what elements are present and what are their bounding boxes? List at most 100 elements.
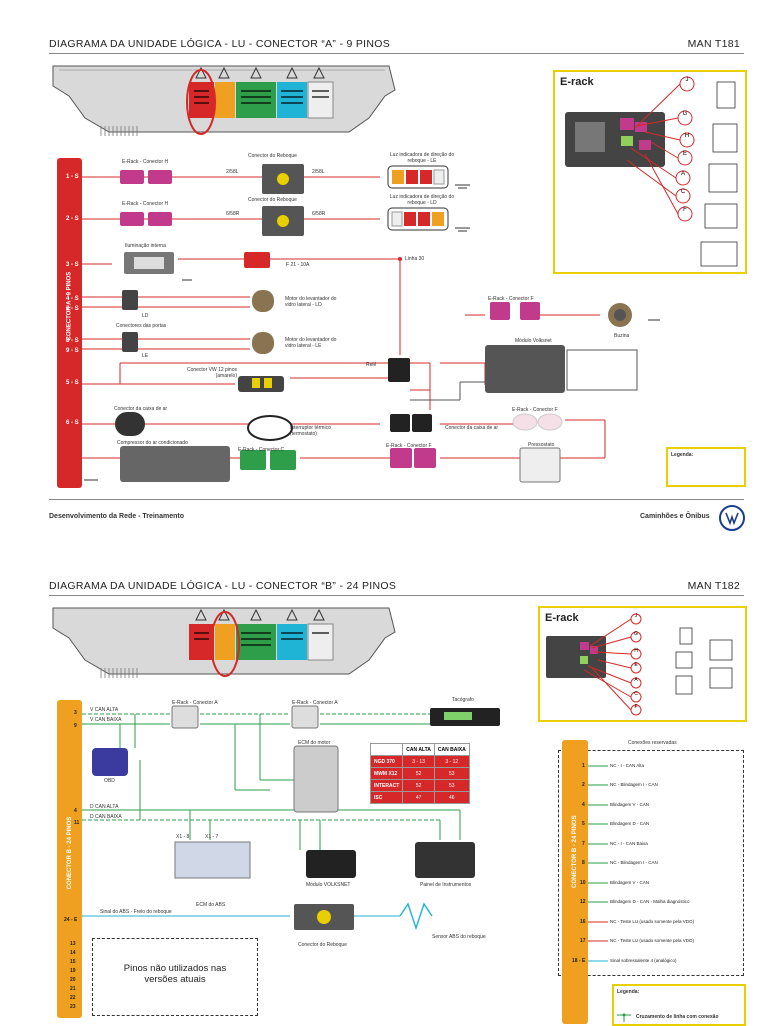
res-pin: 5 xyxy=(582,821,585,827)
iluminacao-label: Iluminação interna xyxy=(125,243,166,249)
page1-code: MAN T181 xyxy=(687,38,740,50)
res-item: NC - I - CAN Alta xyxy=(610,763,645,768)
pin-b-11: 11 xyxy=(74,820,80,826)
res-item: Blindagem V - CAN xyxy=(610,880,650,885)
motor-le-label: Motor do levantador do vidro lateral - L… xyxy=(285,337,337,349)
conectores-portas-label: Conectores das portas xyxy=(116,323,167,329)
erack-a-label-1: E-Rack - Conector A xyxy=(172,700,218,706)
connector-b-bar-right xyxy=(562,740,588,1024)
erack-f-label-2: E-Rack - Conector F xyxy=(386,443,432,449)
pin-3s: 3 - S xyxy=(66,262,79,268)
motor-ld-label: Motor do levantador do vidro lateral - L… xyxy=(285,296,337,308)
dcan-baixa-label: D CAN BAIXA xyxy=(90,814,122,820)
pressostato-label: Pressostato xyxy=(528,442,555,448)
wiring-b xyxy=(82,705,500,931)
res-pin: 10 xyxy=(580,880,586,886)
res-item: NC - Teste LU (usado somente pela VDO) xyxy=(610,919,694,924)
reboque-label-1: Conector do Reboque xyxy=(248,153,297,159)
res-item: Blindagem D - CAN xyxy=(610,821,650,826)
luz-ld-label: Luz indicadora de direção do reboque - L… xyxy=(389,194,455,206)
res-pin: 7 xyxy=(582,841,585,847)
pin-b-15: 15 xyxy=(70,959,76,965)
res-pin: 12 xyxy=(580,899,586,905)
logic-unit-housing-a xyxy=(52,65,396,136)
compressor-label: Compressor do ar condicionado xyxy=(117,440,188,446)
res-item: Blindagem D - CAN - Malha diagnóstico xyxy=(610,899,690,904)
res-item: NC - Blindagem I - CAN xyxy=(610,782,658,787)
res-pin: 1 xyxy=(582,763,585,769)
modulo-volksnet-label: Módulo Volksnet xyxy=(515,338,552,344)
erack-panel-a: E-rack J G H E A C F xyxy=(553,70,747,274)
painel-label: Painel de Instrumentos xyxy=(420,882,472,888)
res-item: NC - Teste LU (usado somente pela VDO) xyxy=(610,938,694,943)
caixa-ar-label-1: Conector da caixa de ar xyxy=(114,406,168,412)
footer-right: Caminhões e Ônibus xyxy=(640,513,710,520)
erack-b-letter-f: F xyxy=(634,704,638,710)
rele-label: Relé xyxy=(366,362,377,368)
res-pin: 18 - E xyxy=(572,958,586,964)
can-table-header: CAN BAIXA xyxy=(433,743,470,756)
erack-letter-a: A xyxy=(680,171,685,177)
legend-b-title: Legenda: xyxy=(617,989,640,995)
legend-b: Legenda: Cruzamento de linha com conexão xyxy=(612,984,746,1026)
connector-b-label-right: CONECTOR B - 24 PINOS xyxy=(572,815,578,888)
can-table-cell: 3 - 13 xyxy=(402,755,435,768)
erack-letter-c: C xyxy=(680,189,686,195)
luz-le-label: Luz indicadora de direção do reboque - L… xyxy=(389,152,455,164)
buzina-label: Buzina xyxy=(614,333,630,339)
x17-label: X1 - 7 xyxy=(205,834,219,840)
page2-code: MAN T182 xyxy=(687,580,740,592)
dcan-alta-label: D CAN ALTA xyxy=(90,804,119,810)
pin-5s: 5 - S xyxy=(66,380,79,386)
can-table-cell: 46 xyxy=(433,791,470,804)
erack-b-letter-a: A xyxy=(634,677,638,683)
erack-letter-h: H xyxy=(684,133,690,139)
res-item: Sinal sobressalente 4 (analógico) xyxy=(610,958,677,963)
erack-title: E-rack xyxy=(560,76,594,88)
vw-logo-icon xyxy=(719,505,745,531)
can-table-cell: 47 xyxy=(402,791,435,804)
erack-c-label: E-Rack - Conector C xyxy=(238,447,285,453)
can-table-cell: MWM X12 xyxy=(369,767,404,780)
sinal-abs-label: Sinal do ABS - Freio do reboque xyxy=(100,909,172,915)
pin-4s: 4 - S xyxy=(66,296,79,302)
ld-label: LD xyxy=(142,313,149,319)
interruptor-label: Interruptor térmico (termostato) xyxy=(290,425,331,437)
erack-title-b: E-rack xyxy=(545,612,579,624)
reserved-title: Conexões reservadas xyxy=(628,740,677,746)
erack-panel-b: E-rack J G H E A C F xyxy=(538,606,747,722)
obd-label: OBD xyxy=(104,778,115,784)
connector-a-bar xyxy=(57,158,82,488)
can-table-cell: 52 xyxy=(402,767,435,780)
erack-b-letter-j: J xyxy=(634,613,638,619)
res-item: NC - I - CAN Baixa xyxy=(610,841,648,846)
reserved-wires xyxy=(588,765,608,962)
erack-f-label-1: E-Rack - Conector F xyxy=(488,296,534,302)
res-pin: 8 xyxy=(582,860,585,866)
pin-b-20: 20 xyxy=(70,977,76,983)
pin-1s: 1 - S xyxy=(66,174,79,180)
pin-b-24e: 24 - E xyxy=(64,917,78,923)
cross-connection-icon xyxy=(617,1013,631,1022)
erack-h-label-1: E-Rack - Conector H xyxy=(122,159,169,165)
unused-pins-text: Pinos não utilizados nas versões atuais xyxy=(123,963,227,985)
can-table-cell: NGD 370 xyxy=(369,755,404,768)
erack-photo xyxy=(565,112,665,167)
pin-b-3: 3 xyxy=(74,710,77,716)
wire-658r-b: 6/58R xyxy=(312,211,326,217)
erack-f-label-3: E-Rack - Conector F xyxy=(512,407,558,413)
erack-h-label-2: E-Rack - Conector H xyxy=(122,201,169,207)
erack-a-label-2: E-Rack - Conector A xyxy=(292,700,338,706)
x18-label: X1 - 8 xyxy=(176,834,190,840)
legend-b-cross: Cruzamento de linha com conexão xyxy=(636,1014,719,1020)
can-table-cell: 3 - 12 xyxy=(433,755,470,768)
pin-b-13: 13 xyxy=(70,941,76,947)
res-item: Blindagem V - CAN xyxy=(610,802,650,807)
connector-b-bar xyxy=(57,700,82,1018)
pin-b-19: 19 xyxy=(70,968,76,974)
pin-b-9: 9 xyxy=(74,723,77,729)
conector-reboque-b-label: Conector do Reboque xyxy=(298,942,347,948)
can-table-cell: 52 xyxy=(402,779,435,792)
pin-2s: 2 - S xyxy=(66,216,79,222)
reboque-label-2: Conector do Reboque xyxy=(248,197,297,203)
